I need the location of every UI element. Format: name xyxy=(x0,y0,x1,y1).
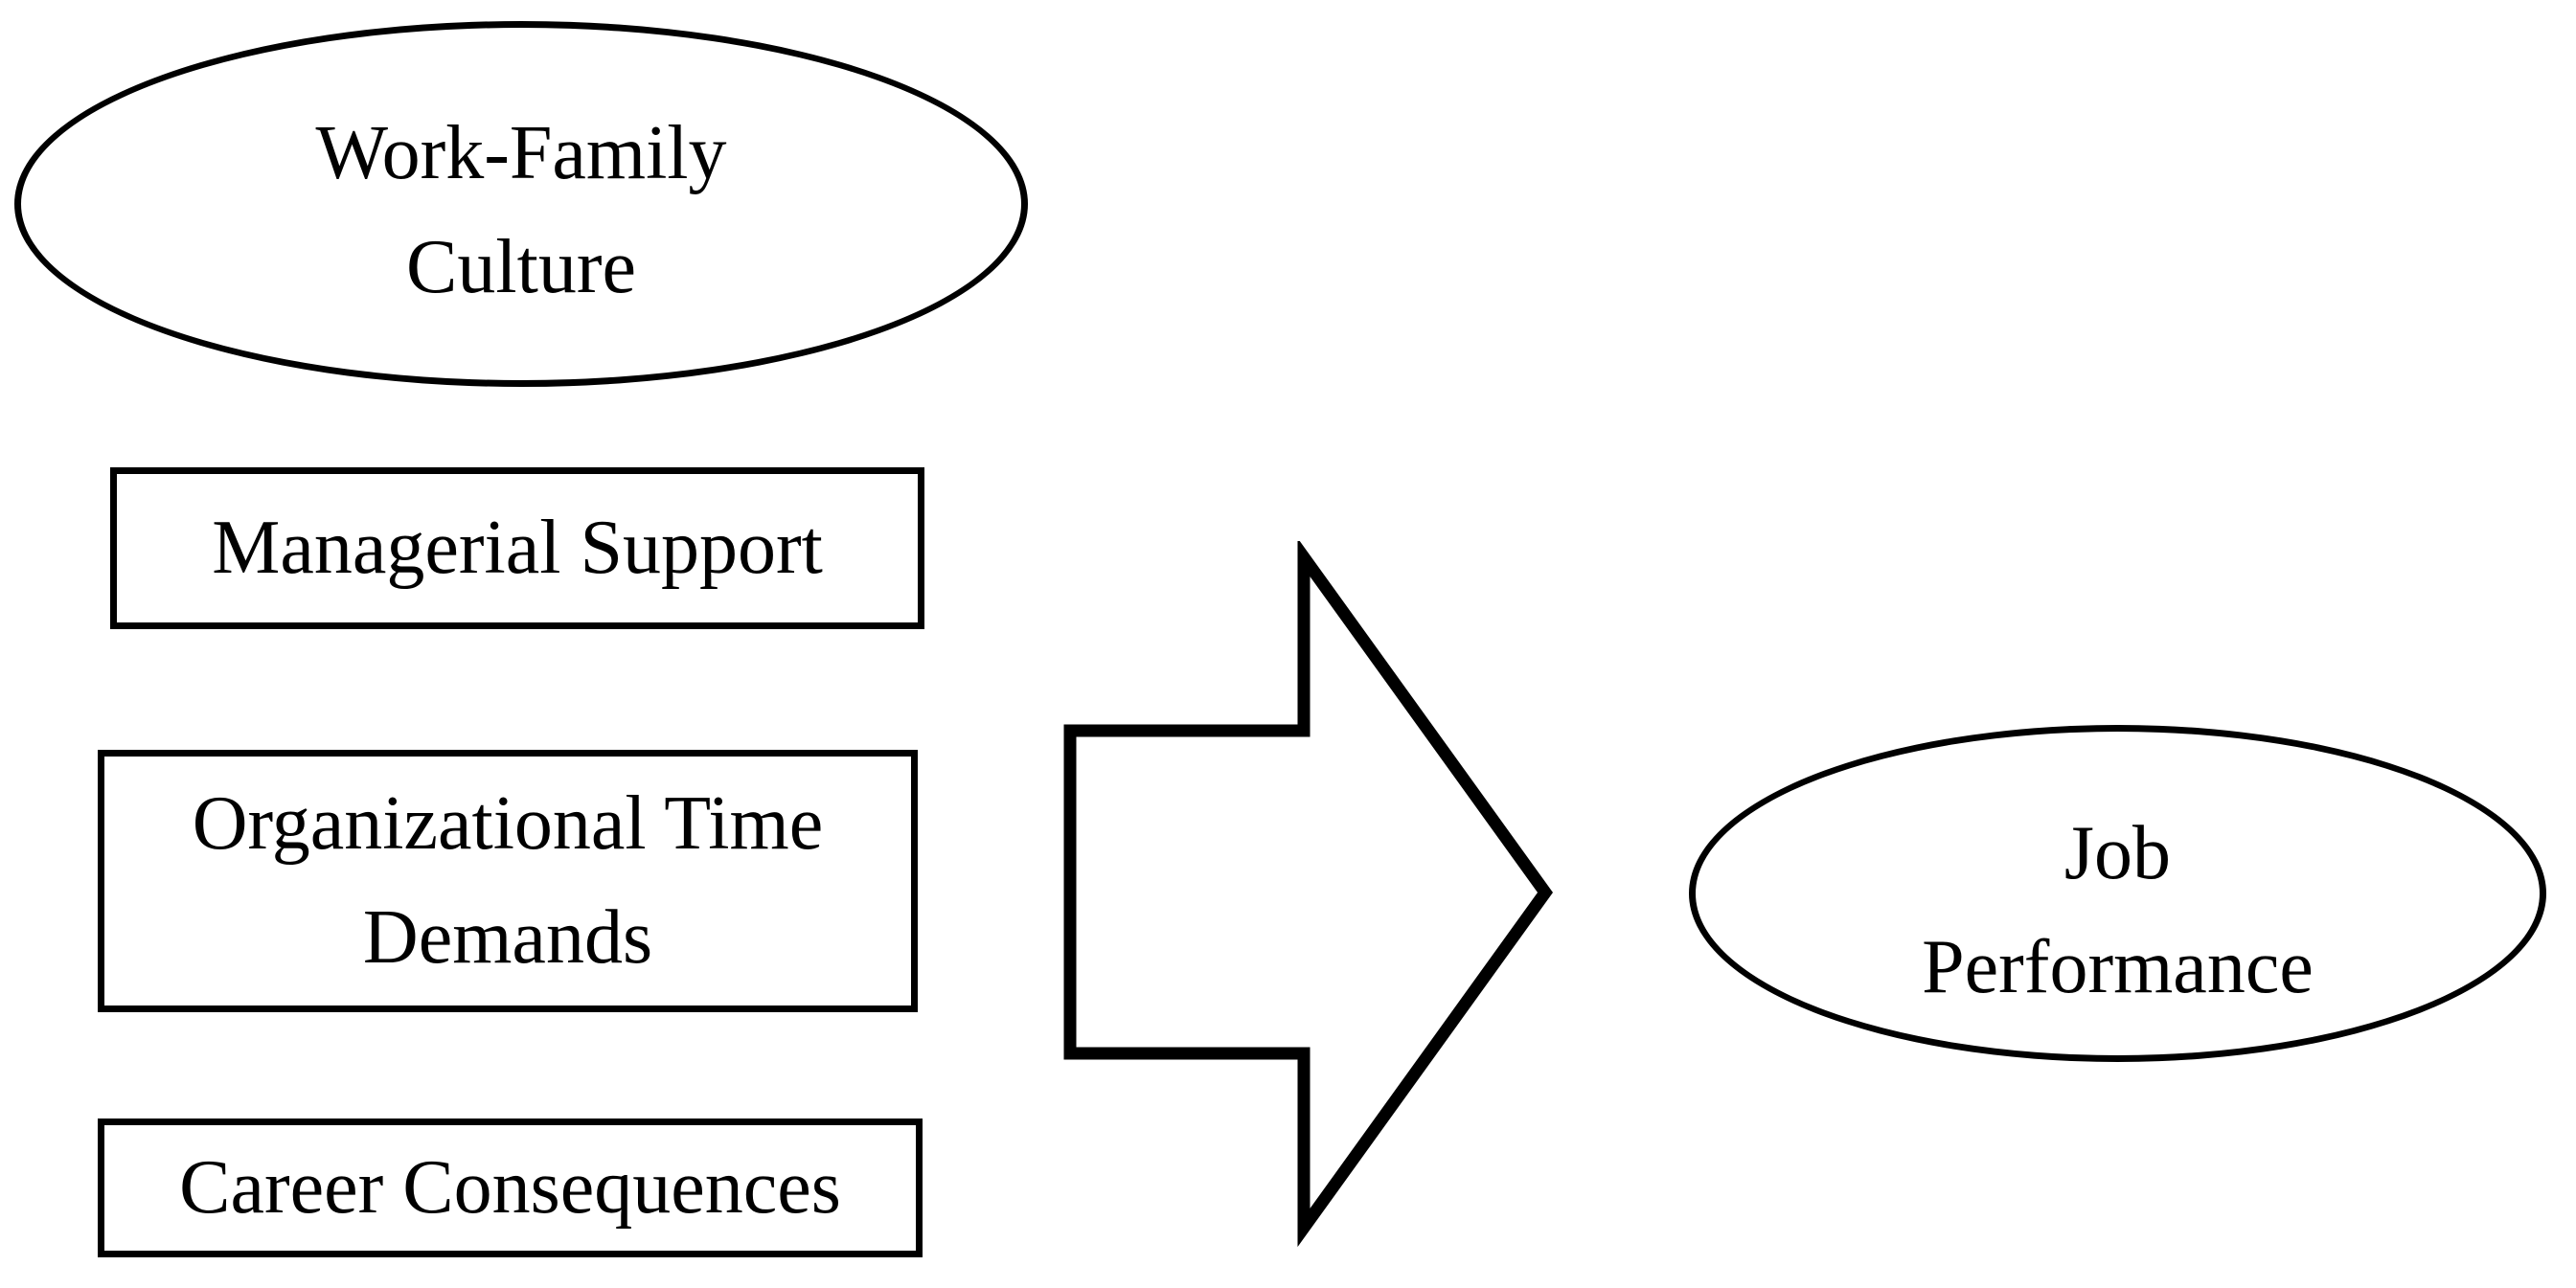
work-family-culture-line1: Work-Family xyxy=(315,111,727,195)
node-work-family-culture: Work-Family Culture xyxy=(14,21,1028,387)
job-performance-line2: Performance xyxy=(1922,925,2314,1009)
job-performance-line1: Job xyxy=(2063,811,2172,895)
career-consequences-label: Career Consequences xyxy=(179,1145,841,1230)
job-performance-label: Job Performance xyxy=(1922,797,2314,1025)
node-career-consequences: Career Consequences xyxy=(98,1119,923,1257)
organizational-time-demands-line2: Demands xyxy=(362,895,653,980)
block-arrow-right-icon xyxy=(1063,541,1554,1248)
node-managerial-support: Managerial Support xyxy=(110,467,924,629)
node-organizational-time-demands: Organizational Time Demands xyxy=(98,750,918,1012)
work-family-culture-line2: Culture xyxy=(406,225,636,309)
managerial-support-label: Managerial Support xyxy=(212,506,823,590)
node-job-performance: Job Performance xyxy=(1689,725,2546,1062)
work-family-culture-label: Work-Family Culture xyxy=(315,97,726,325)
organizational-time-demands-line1: Organizational Time xyxy=(192,781,824,866)
